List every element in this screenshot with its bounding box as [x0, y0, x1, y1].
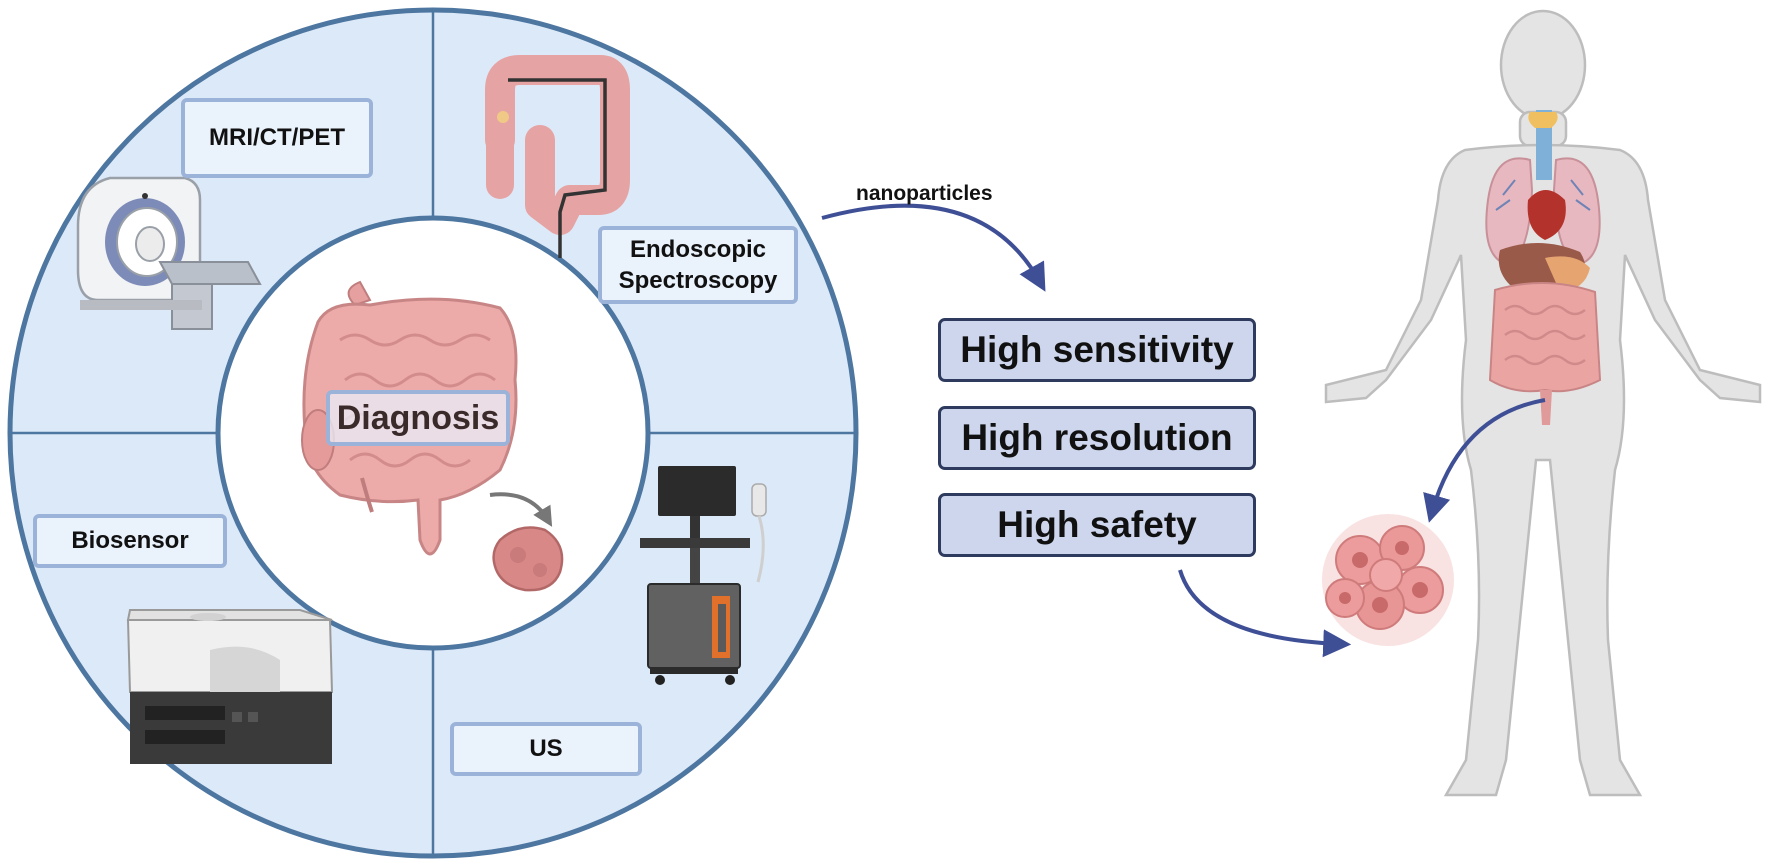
biosensor-device-icon	[126, 609, 334, 764]
endoscopic-label-line2: Spectroscopy	[618, 267, 778, 294]
mri-ct-pet-label: MRI/CT/PET	[181, 98, 373, 178]
advantage-high-sensitivity: High sensitivity	[938, 318, 1256, 382]
endoscopic-label-line1: Endoscopic	[629, 235, 767, 263]
tumor-arrow-icon	[489, 492, 553, 527]
tumor-icon	[492, 526, 564, 592]
safety-to-tumor-arrow	[1178, 569, 1352, 658]
internal-organs-icon	[1485, 110, 1602, 425]
advantage-high-resolution: High resolution	[938, 406, 1256, 470]
nanoparticles-arrow	[821, 203, 1046, 292]
advantage-high-safety: High safety	[938, 493, 1256, 557]
ultrasound-machine-icon	[640, 466, 767, 685]
cancer-cell-cluster-icon	[1322, 514, 1454, 646]
biosensor-label: Biosensor	[33, 514, 227, 568]
mri-scanner-icon	[76, 176, 262, 330]
colon-endoscope-icon	[485, 55, 630, 258]
body-to-tumor-arrow	[1423, 398, 1546, 523]
diagnosis-label: Diagnosis	[326, 390, 510, 446]
nanoparticles-label: nanoparticles	[856, 182, 993, 205]
us-label: US	[450, 722, 642, 776]
endoscopic-spectroscopy-label: Endoscopic Spectroscopy	[598, 226, 798, 304]
